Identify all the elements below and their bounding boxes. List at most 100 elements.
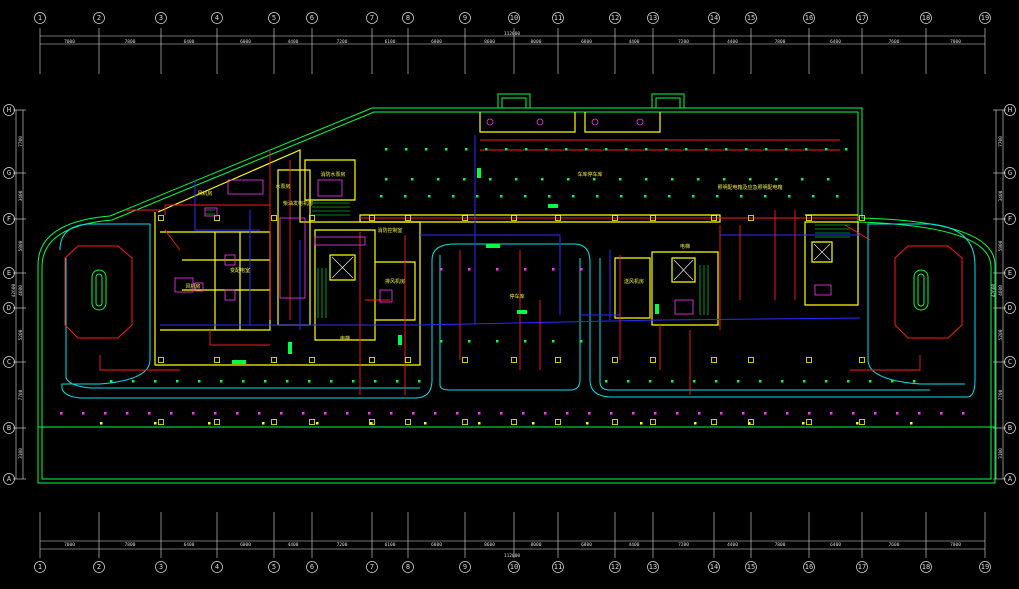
- axis-bubble: [856, 12, 868, 24]
- column-spacing-label: 4400: [727, 542, 738, 548]
- axis-bubble-label: 15: [747, 14, 755, 22]
- column-spacing-label: 7800: [125, 542, 136, 548]
- light-fixture: [825, 148, 828, 151]
- light-fixture: [692, 195, 695, 198]
- column-spacing-label: 4400: [288, 542, 299, 548]
- axis-bubble: [1004, 302, 1016, 314]
- light-fixture: [596, 195, 599, 198]
- row-spacing-label: 5800: [18, 240, 24, 251]
- light-fixture: [552, 268, 555, 271]
- light-fixture: [485, 148, 488, 151]
- axis-bubble: [647, 561, 659, 573]
- structural-column: [369, 215, 375, 221]
- structural-column: [511, 357, 517, 363]
- column-spacing-label: 6000: [240, 39, 251, 45]
- light-fixture: [725, 148, 728, 151]
- row-spacing-label: 3400: [998, 190, 1004, 201]
- light-fixture: [685, 148, 688, 151]
- ramp-right: [894, 245, 963, 339]
- axis-bubble: [745, 12, 757, 24]
- axis-bubble: [459, 12, 471, 24]
- light-fixture: [524, 340, 527, 343]
- light-fixture: [418, 380, 421, 383]
- light-fixture: [645, 178, 648, 181]
- axis-bubble-label: B: [1008, 424, 1012, 432]
- axis-bubble-label: D: [7, 304, 11, 312]
- row-spacing-label: 3100: [18, 448, 24, 459]
- axis-bubble: [268, 561, 280, 573]
- column-spacing-label: 7200: [337, 542, 348, 548]
- axis-bubble: [979, 561, 991, 573]
- light-fixture: [645, 148, 648, 151]
- light-fixture: [100, 422, 103, 425]
- light-fixture: [918, 412, 921, 415]
- room-label-lift2: 电梯: [680, 243, 690, 250]
- column-spacing-label: 8000: [531, 39, 542, 45]
- light-fixture: [668, 195, 671, 198]
- light-fixture: [262, 422, 265, 425]
- axis-bubble-label: 5: [272, 14, 276, 22]
- light-fixture: [308, 380, 311, 383]
- light-fixture: [468, 340, 471, 343]
- row-spacing-label: 4600: [18, 285, 24, 296]
- light-fixture: [154, 422, 157, 425]
- light-fixture: [126, 412, 129, 415]
- axis-bubble: [34, 12, 46, 24]
- light-fixture: [380, 195, 383, 198]
- row-spacing-label: 7700: [18, 389, 24, 400]
- structural-column: [806, 215, 812, 221]
- light-fixture: [805, 148, 808, 151]
- light-fixture: [896, 412, 899, 415]
- structural-column: [555, 419, 561, 425]
- axis-bubble: [508, 12, 520, 24]
- light-fixture: [588, 412, 591, 415]
- axis-bubble-label: 16: [805, 563, 813, 571]
- column-spacing-label: 7600: [889, 39, 900, 45]
- light-fixture: [694, 422, 697, 425]
- axis-bubble: [34, 561, 46, 573]
- column-spacing-label: 6000: [240, 542, 251, 548]
- light-fixture: [785, 148, 788, 151]
- structural-column: [612, 357, 618, 363]
- light-fixture: [748, 422, 751, 425]
- axis-bubble-label: D: [1008, 304, 1012, 312]
- column-spacing-label: 6100: [385, 39, 396, 45]
- axis-bubble-label: 11: [554, 563, 562, 571]
- light-fixture: [522, 412, 525, 415]
- light-fixture: [525, 148, 528, 151]
- axis-bubble: [93, 561, 105, 573]
- axis-bubble: [552, 561, 564, 573]
- axis-bubble-label: H: [7, 106, 11, 114]
- light-fixture: [698, 412, 701, 415]
- axis-bubble: [708, 561, 720, 573]
- axis-bubble-label: A: [7, 475, 12, 483]
- ramp-left: [64, 245, 133, 339]
- light-fixture: [676, 412, 679, 415]
- total-height-label: 42600: [991, 283, 997, 297]
- light-fixture: [496, 268, 499, 271]
- light-fixture: [764, 195, 767, 198]
- light-fixture: [385, 148, 388, 151]
- structural-column: [859, 419, 865, 425]
- axis-bubble-label: 2: [97, 563, 101, 571]
- row-spacing-label: 5200: [18, 329, 24, 340]
- light-fixture: [720, 412, 723, 415]
- axis-bubble: [268, 12, 280, 24]
- structural-column: [711, 357, 717, 363]
- column-spacing-label: 7200: [678, 39, 689, 45]
- column-spacing-label: 7200: [337, 39, 348, 45]
- room-label-parking-center: 停车库: [509, 293, 524, 300]
- light-fixture: [500, 412, 503, 415]
- structural-column: [214, 419, 220, 425]
- structural-column: [271, 419, 277, 425]
- light-fixture: [565, 148, 568, 151]
- row-spacing-label: 3100: [998, 448, 1004, 459]
- light-fixture: [500, 195, 503, 198]
- light-fixture: [620, 195, 623, 198]
- light-fixture: [236, 412, 239, 415]
- axis-bubble: [647, 12, 659, 24]
- light-fixture: [346, 412, 349, 415]
- row-spacing-label: 4600: [998, 285, 1004, 296]
- column-spacing-label: 4400: [629, 542, 640, 548]
- light-fixture: [463, 178, 466, 181]
